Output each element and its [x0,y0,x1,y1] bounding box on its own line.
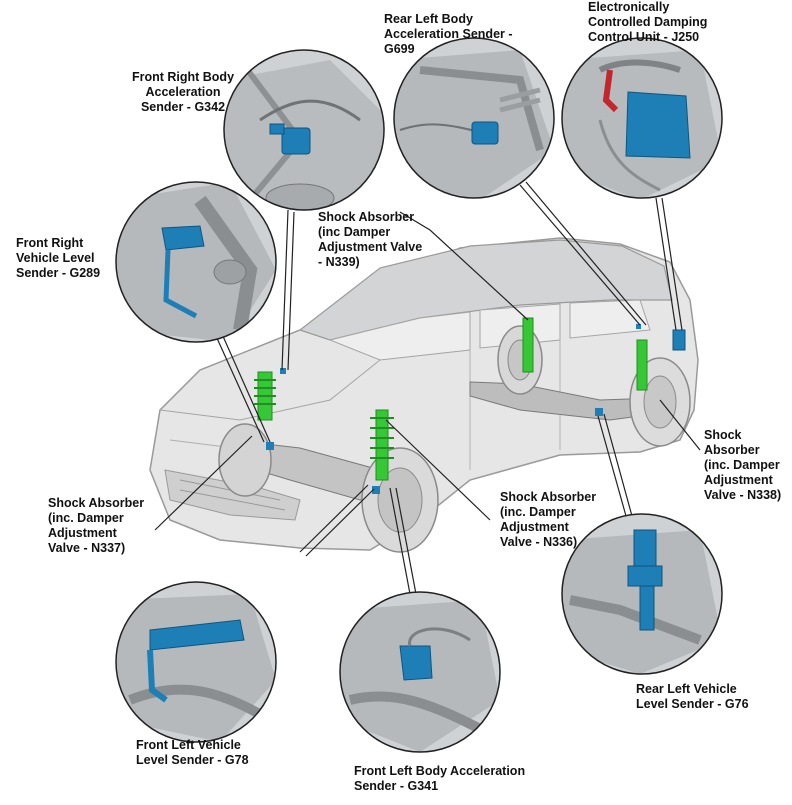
label-shock-n338: Shock Absorber (inc. Damper Adjustment V… [704,428,782,502]
car-sensors [266,324,686,494]
label-damping-control-unit: Electronically Controlled Damping Contro… [588,0,708,44]
shock-n336-graphic [370,409,394,481]
inset-front-left-body-accel [339,591,501,753]
label-rear-left-body-accel: Rear Left Body Acceleration Sender - G69… [384,12,513,56]
label-shock-n339: Shock Absorber (inc Damper Adjustment Va… [318,210,423,269]
inset-damping-control-unit [561,37,723,199]
shock-n338-graphic [636,339,648,391]
label-front-left-level: Front Left Vehicle Level Sender - G78 [136,738,249,767]
inset-front-right-level [115,181,277,343]
shock-rear-right-graphic [522,317,534,373]
shock-n339-graphic [254,371,276,421]
inset-front-right-body-accel [223,49,385,211]
label-shock-n337: Shock Absorber (inc. Damper Adjustment V… [48,496,145,555]
label-rear-left-level: Rear Left Vehicle Level Sender - G76 [636,682,749,711]
shock-absorbers [254,317,648,481]
label-front-right-level: Front Right Vehicle Level Sender - G289 [16,236,101,280]
label-front-left-body-accel: Front Left Body Acceleration Sender - G3… [354,764,526,793]
label-front-right-body-accel: Front Right Body Acceleration Sender - G… [131,70,235,114]
leader-lines [154,181,701,595]
inset-rear-left-body-accel [393,37,555,199]
label-shock-n336: Shock Absorber (inc. Damper Adjustment V… [500,490,597,549]
inset-rear-left-level [561,513,723,675]
inset-front-left-level [115,581,277,743]
